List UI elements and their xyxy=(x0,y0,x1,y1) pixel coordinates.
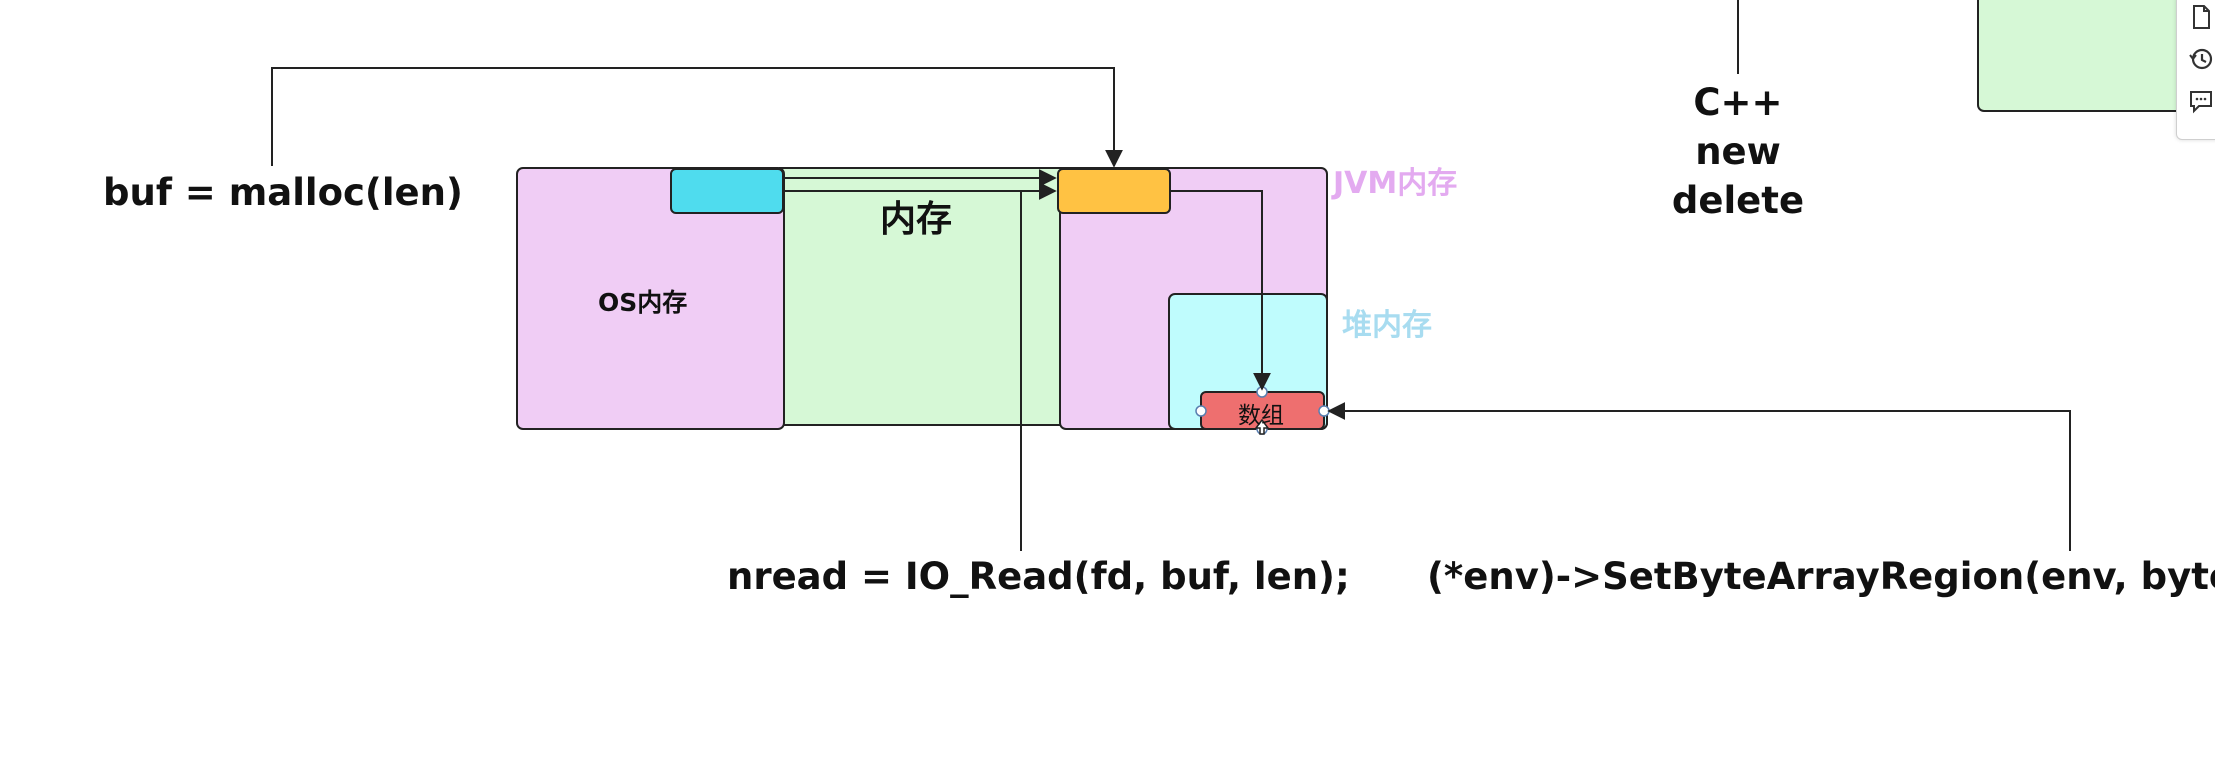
selection-handle[interactable] xyxy=(1195,405,1207,417)
os-buffer-block xyxy=(670,168,784,214)
set-region-label: (*env)->SetByteArrayRegion(env, bytes, xyxy=(1427,555,2215,598)
comment-icon[interactable] xyxy=(2187,87,2215,115)
os-memory-box xyxy=(516,167,785,430)
os-memory-label: OS内存 xyxy=(598,288,688,317)
move-cursor-icon xyxy=(1254,418,1270,435)
partial-green-box xyxy=(1977,0,2215,112)
set-region-arrow xyxy=(1327,402,2071,551)
heap-memory-label: 堆内存 xyxy=(1342,308,1432,343)
page-icon[interactable] xyxy=(2187,3,2215,31)
cpp-new: new xyxy=(1695,130,1781,173)
history-icon[interactable] xyxy=(2187,45,2215,73)
memory-box xyxy=(779,167,1066,426)
nread-label: nread = IO_Read(fd, buf, len); xyxy=(727,555,1350,598)
cpp-title: C++ xyxy=(1693,81,1783,124)
array-label: 数组 xyxy=(1238,403,1284,429)
selection-handle[interactable] xyxy=(1318,405,1330,417)
orange-to-array-arrow xyxy=(1170,190,1271,391)
memory-label: 内存 xyxy=(880,199,953,240)
jvm-memory-label: JVM内存 xyxy=(1333,166,1458,201)
cpp-delete: delete xyxy=(1671,179,1805,222)
malloc-arrow xyxy=(271,67,1123,168)
side-toolbar xyxy=(2176,0,2215,140)
jvm-buffer-block xyxy=(1057,168,1171,214)
malloc-label: buf = malloc(len) xyxy=(103,171,463,214)
cpp-label: C++ new delete xyxy=(1638,78,1838,225)
